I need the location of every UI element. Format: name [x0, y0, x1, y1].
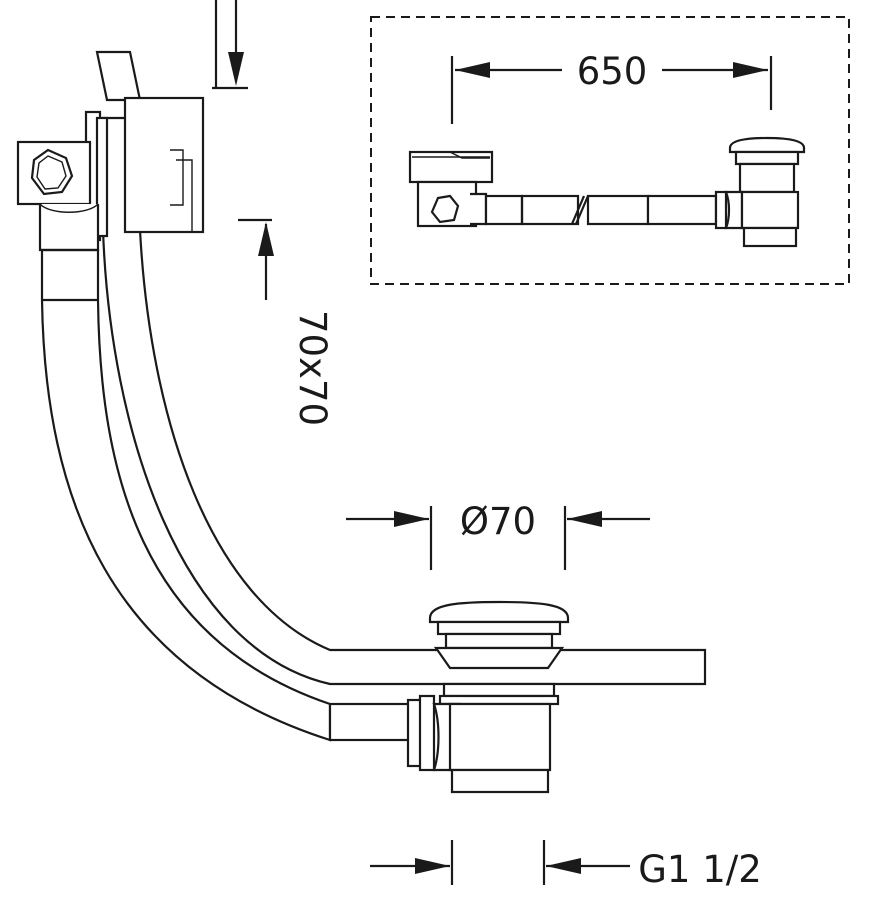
arrow-right-icon: [415, 858, 450, 874]
dimension-waste-diameter: Ø70: [346, 500, 650, 570]
connecting-pipe: [328, 694, 436, 772]
dimension-thread: G1 1/2: [370, 840, 762, 891]
overflow-nut-icon: [30, 148, 74, 196]
thread-label: G1 1/2: [638, 848, 762, 891]
overflow-opening: [123, 96, 205, 234]
overflow-length-label: 650: [577, 50, 648, 93]
arrow-up-icon: [258, 222, 274, 256]
dimension-overflow-length: 650: [450, 50, 773, 124]
waste-outlet: [428, 600, 570, 794]
plug-cap: [428, 600, 570, 624]
waste-diameter-label: Ø70: [460, 500, 536, 543]
bath-wall-section: [95, 50, 707, 686]
arrow-right-icon: [733, 62, 768, 78]
arrow-left-icon: [567, 511, 602, 527]
arrow-left-icon: [455, 62, 490, 78]
arrow-left-icon: [546, 858, 581, 874]
inset-overview: [370, 16, 850, 285]
arrow-down-icon: [228, 52, 244, 86]
corrugated-hose: [40, 248, 332, 742]
overflow-size-label: 70x70: [291, 310, 334, 426]
arrow-right-icon: [394, 511, 429, 527]
overflow-assembly: [16, 110, 109, 252]
dimension-overflow-size: 70x70: [212, 0, 334, 426]
inset-frame: [370, 16, 850, 285]
